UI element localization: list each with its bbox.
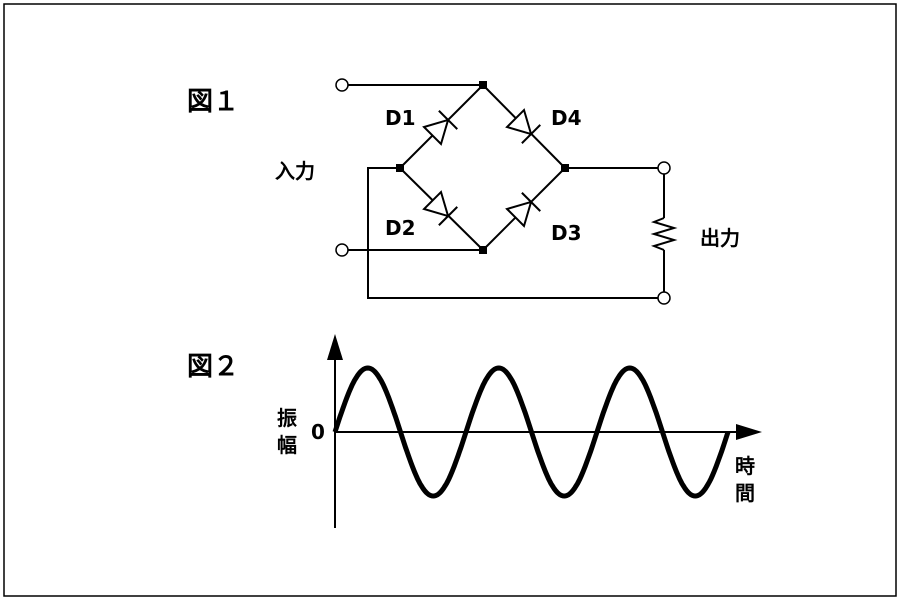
- y-label-line2: 幅: [277, 433, 297, 457]
- terminals: [335, 78, 671, 305]
- output-label: 出力: [700, 226, 740, 250]
- output-terminal-top: [657, 161, 671, 175]
- diode-d4: [505, 108, 541, 144]
- input-terminal-bottom: [335, 243, 349, 257]
- label-d4: D4: [551, 106, 582, 130]
- sine-wave: [332, 365, 731, 499]
- figure1-title: 図１: [187, 87, 239, 117]
- label-d3: D3: [551, 221, 582, 245]
- diode-d1: [422, 110, 458, 146]
- y-label-line1: 振: [277, 406, 297, 430]
- figure2: 図２ 振 幅 0 時 間: [187, 334, 762, 528]
- diode-symbols: [422, 108, 541, 228]
- junction-dots: [396, 81, 569, 254]
- output-terminal-bottom: [657, 291, 671, 305]
- input-terminal-top: [335, 78, 349, 92]
- label-d2: D2: [385, 216, 416, 240]
- label-d1: D1: [385, 106, 416, 130]
- input-label: 入力: [275, 159, 315, 183]
- diode-d3: [505, 192, 541, 228]
- y-axis-arrow: [327, 334, 343, 360]
- figure1: 図１ 入力 出力: [187, 78, 740, 305]
- x-label-line2: 間: [735, 481, 755, 505]
- zero-label: 0: [311, 420, 325, 444]
- x-axis-arrow: [736, 424, 762, 440]
- diode-d2: [422, 190, 458, 226]
- figure2-title: 図２: [187, 352, 239, 382]
- x-label-line1: 時: [735, 454, 755, 478]
- outer-border: [3, 3, 897, 597]
